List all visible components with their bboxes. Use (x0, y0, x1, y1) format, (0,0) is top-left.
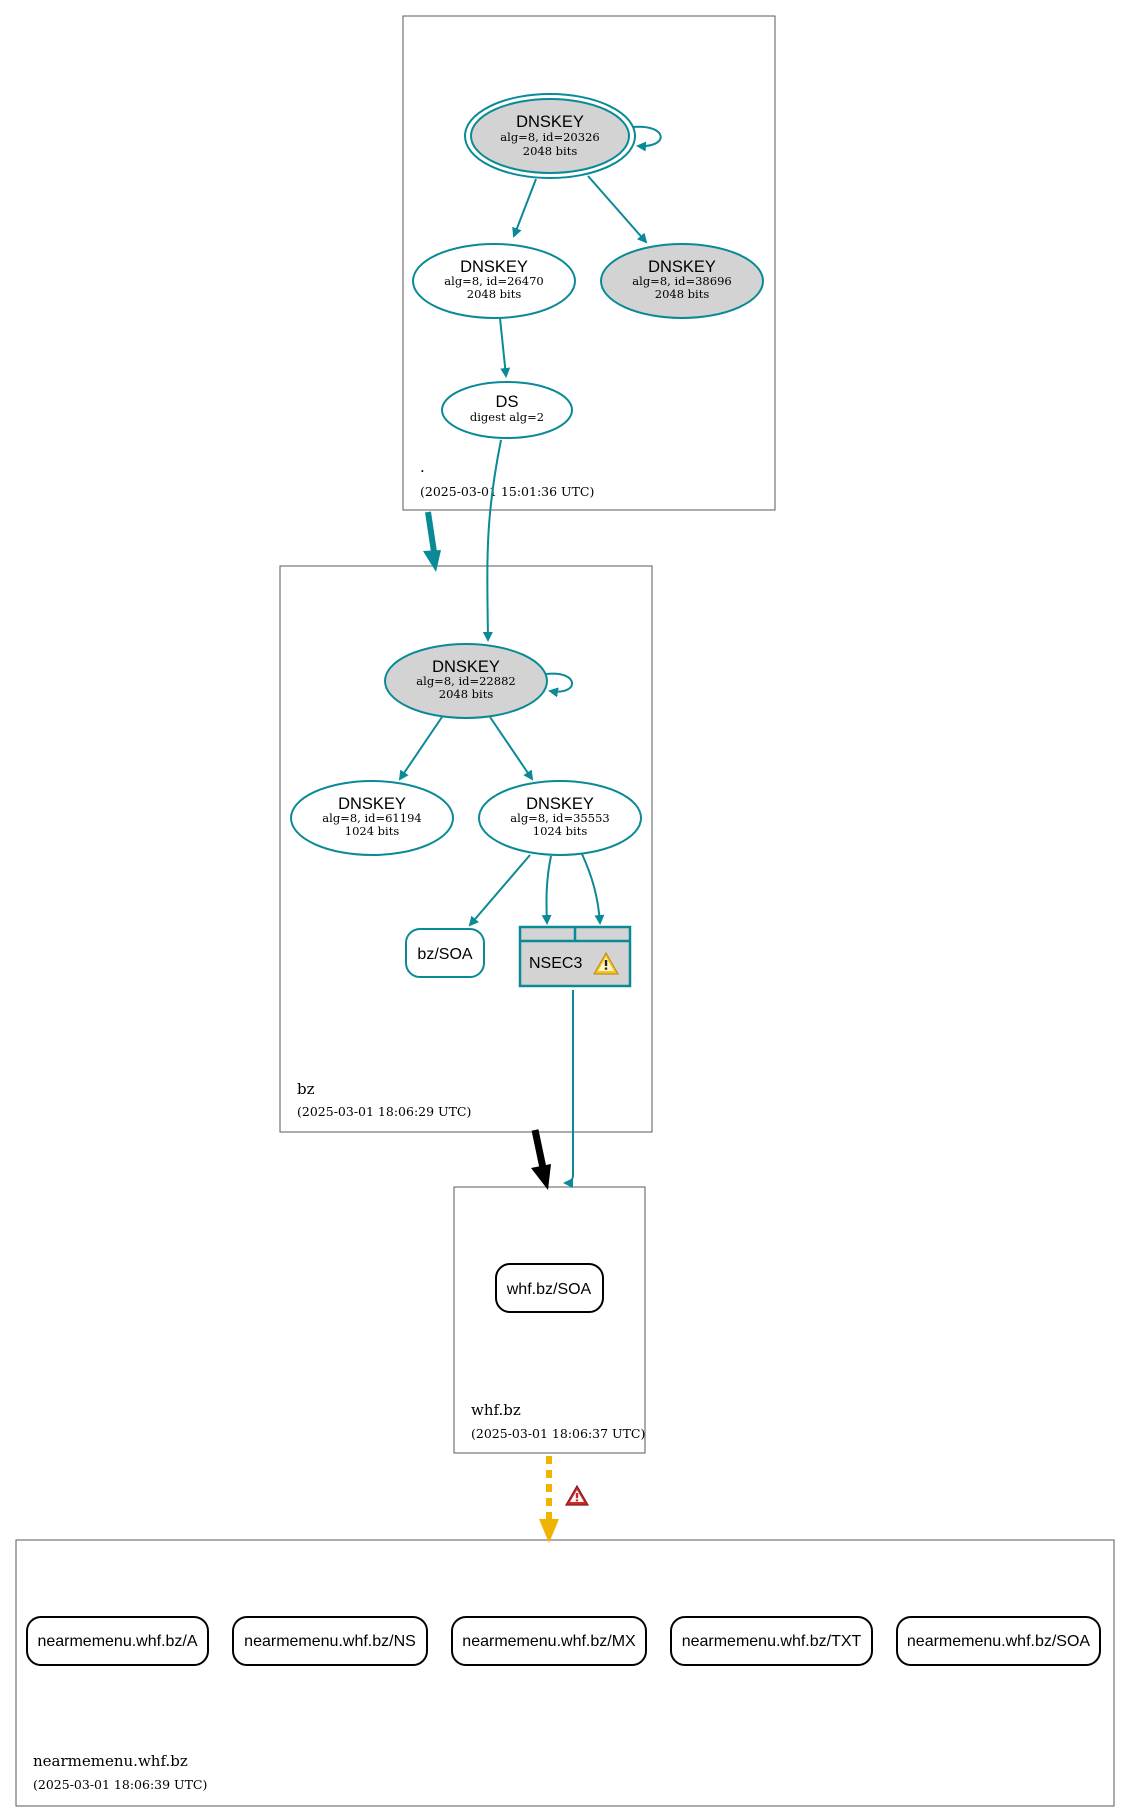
rrset-node-nearmemenu-txt[interactable]: nearmemenu.whf.bz/TXT (670, 1616, 873, 1666)
dnskey-node-bz-ksk[interactable]: DNSKEY alg=8, id=22882 2048 bits (384, 643, 548, 719)
zone-bz-timestamp: (2025-03-01 18:06:29 UTC) (297, 1104, 471, 1119)
rrset-node-nearmemenu-ns[interactable]: nearmemenu.whf.bz/NS (232, 1616, 428, 1666)
edge-root-to-bz-delegation (423, 511, 441, 572)
rrset-node-nearmemenu-soa[interactable]: nearmemenu.whf.bz/SOA (896, 1616, 1101, 1666)
zone-whf-timestamp: (2025-03-01 18:06:37 UTC) (471, 1426, 645, 1441)
edge-bz-zsk2-to-soa (468, 854, 531, 927)
dnskey-node-root-ksk[interactable]: DNSKEY alg=8, id=20326 2048 bits (464, 93, 636, 179)
warning-icon (593, 951, 619, 975)
node-detail: 2048 bits (655, 287, 710, 301)
zone-whf-label: whf.bz (471, 1401, 521, 1419)
node-label: nearmemenu.whf.bz/NS (244, 1633, 416, 1650)
node-detail: alg=8, id=38696 (632, 274, 731, 288)
zone-root-label: . (420, 458, 425, 476)
dnskey-node-bz-zsk-35553[interactable]: DNSKEY alg=8, id=35553 1024 bits (478, 780, 642, 856)
node-detail: 2048 bits (439, 687, 494, 701)
node-title: DS (496, 393, 519, 411)
node-detail: 1024 bits (345, 824, 400, 838)
dnskey-node-bz-zsk-61194[interactable]: DNSKEY alg=8, id=61194 1024 bits (290, 780, 454, 856)
zone-whf: whf.bz (2025-03-01 18:06:37 UTC) (453, 1186, 646, 1454)
node-title: DNSKEY (432, 658, 500, 676)
edge-bz-to-whf-delegation (531, 1129, 551, 1190)
zone-root-timestamp: (2025-03-01 15:01:36 UTC) (420, 484, 594, 499)
dnskey-node-root-zsk-38696[interactable]: DNSKEY alg=8, id=38696 2048 bits (600, 243, 764, 319)
node-detail: 2048 bits (523, 144, 578, 158)
edge-whf-to-nearmemenu-delegation (539, 1456, 559, 1543)
edge-root-ksk-to-zsk1 (512, 178, 537, 238)
node-label: whf.bz/SOA (506, 1281, 592, 1298)
edge-root-ksk-self (632, 125, 662, 152)
edge-bz-ksk-to-zsk2 (489, 716, 534, 781)
rrset-node-nearmemenu-mx[interactable]: nearmemenu.whf.bz/MX (451, 1616, 647, 1666)
edge-root-zsk1-to-ds (499, 317, 511, 378)
error-icon (564, 1484, 590, 1506)
rrset-node-whf-soa[interactable]: whf.bz/SOA (495, 1263, 604, 1313)
node-title: DNSKEY (526, 795, 594, 813)
node-detail: digest alg=2 (470, 410, 544, 424)
node-label: nearmemenu.whf.bz/MX (462, 1633, 636, 1650)
node-title: DNSKEY (648, 258, 716, 276)
node-label: nearmemenu.whf.bz/SOA (907, 1633, 1091, 1650)
rrset-node-bz-soa[interactable]: bz/SOA (405, 928, 485, 978)
zone-bz-label: bz (297, 1080, 315, 1098)
node-label: nearmemenu.whf.bz/TXT (682, 1633, 862, 1650)
edge-bz-ksk-to-zsk1 (398, 716, 443, 781)
node-detail: alg=8, id=20326 (500, 130, 599, 144)
node-title: DNSKEY (338, 795, 406, 813)
edge-root-ksk-to-zsk2 (587, 175, 648, 244)
edge-nsec3-to-whf (563, 990, 574, 1188)
edge-bz-ksk-self (545, 672, 573, 698)
zone-nearmemenu-label: nearmemenu.whf.bz (33, 1752, 188, 1770)
node-detail: alg=8, id=26470 (444, 274, 543, 288)
node-detail: alg=8, id=61194 (322, 811, 421, 825)
dnskey-node-root-zsk-26470[interactable]: DNSKEY alg=8, id=26470 2048 bits (412, 243, 576, 319)
node-detail: alg=8, id=22882 (416, 674, 515, 688)
edge-bz-zsk2-to-nsec3-b (581, 853, 605, 925)
ds-node-root[interactable]: DS digest alg=2 (441, 381, 573, 439)
node-detail: 2048 bits (467, 287, 522, 301)
node-label: bz/SOA (417, 946, 472, 963)
node-title: DNSKEY (460, 258, 528, 276)
zone-nearmemenu: nearmemenu.whf.bz (2025-03-01 18:06:39 U… (15, 1539, 1115, 1807)
zone-nearmemenu-timestamp: (2025-03-01 18:06:39 UTC) (33, 1777, 207, 1792)
edge-bz-zsk2-to-nsec3-a (541, 855, 552, 925)
record-list: nearmemenu.whf.bz/A nearmemenu.whf.bz/NS… (26, 1616, 1101, 1666)
nsec3-node-bz[interactable]: NSEC3 (518, 925, 632, 988)
node-label: nearmemenu.whf.bz/A (37, 1633, 197, 1650)
node-detail: 1024 bits (533, 824, 588, 838)
node-detail: alg=8, id=35553 (510, 811, 609, 825)
node-title: DNSKEY (516, 113, 584, 131)
edge-ds-to-bz-ksk (482, 439, 502, 642)
node-label: NSEC3 (529, 955, 582, 972)
rrset-node-nearmemenu-a[interactable]: nearmemenu.whf.bz/A (26, 1616, 209, 1666)
